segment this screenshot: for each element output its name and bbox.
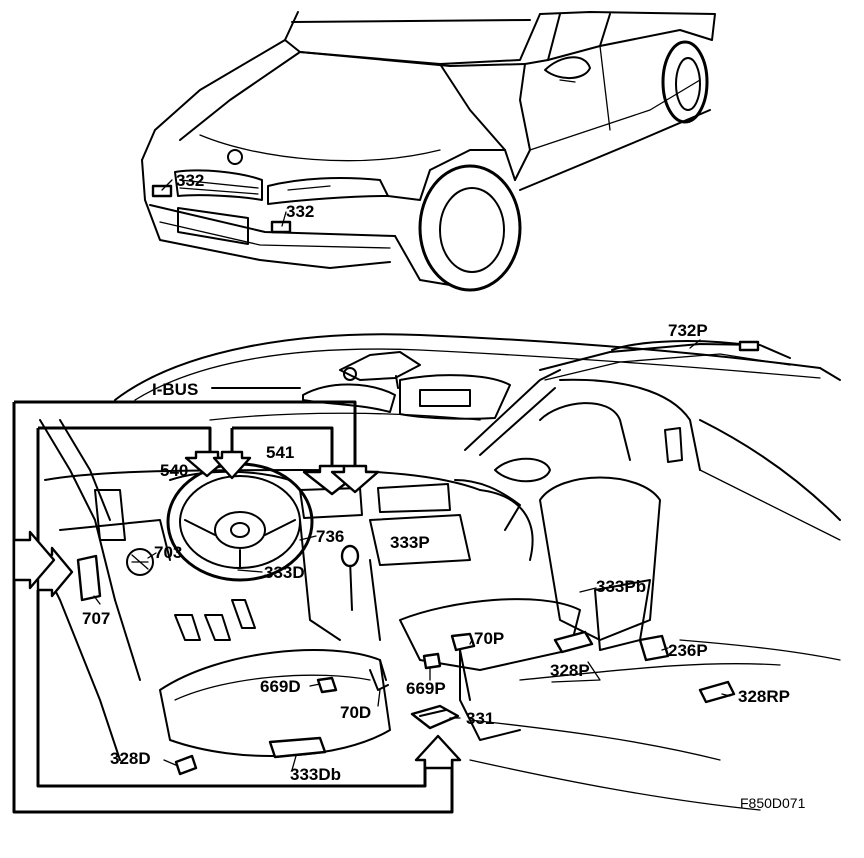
callout-328rp: 328RP [738, 687, 790, 706]
callout-669d: 669D [260, 677, 301, 696]
callout-333d: 333D [264, 563, 305, 582]
callout-333pb: 333Pb [596, 577, 646, 596]
callout-332-top: 332 [176, 171, 204, 190]
callout-732p: 732P [668, 321, 708, 340]
callout-331: 331 [466, 709, 494, 728]
leader-lines [93, 179, 731, 771]
callout-labels: 332 332 732P I-BUS 541 540 736 333P 703 … [82, 171, 806, 811]
callout-707: 707 [82, 609, 110, 628]
car-exterior-drawing [141, 11, 716, 292]
callout-669p: 669P [406, 679, 446, 698]
figure-code: F850D071 [740, 795, 806, 811]
car-interior-drawing [39, 333, 841, 811]
callout-703: 703 [154, 543, 182, 562]
callout-736: 736 [316, 527, 344, 546]
callout-333p: 333P [390, 533, 430, 552]
i-bus-frame [12, 387, 462, 814]
callout-ibus: I-BUS [152, 380, 198, 399]
callout-333db: 333Db [290, 765, 341, 784]
callout-332-front: 332 [286, 202, 314, 221]
callout-328p: 328P [550, 661, 590, 680]
callout-541: 541 [266, 443, 294, 462]
callout-328d: 328D [110, 749, 151, 768]
callout-236p: 236P [668, 641, 708, 660]
callout-70p: 70P [474, 629, 504, 648]
callout-70d: 70D [340, 703, 371, 722]
callout-540: 540 [160, 461, 188, 480]
